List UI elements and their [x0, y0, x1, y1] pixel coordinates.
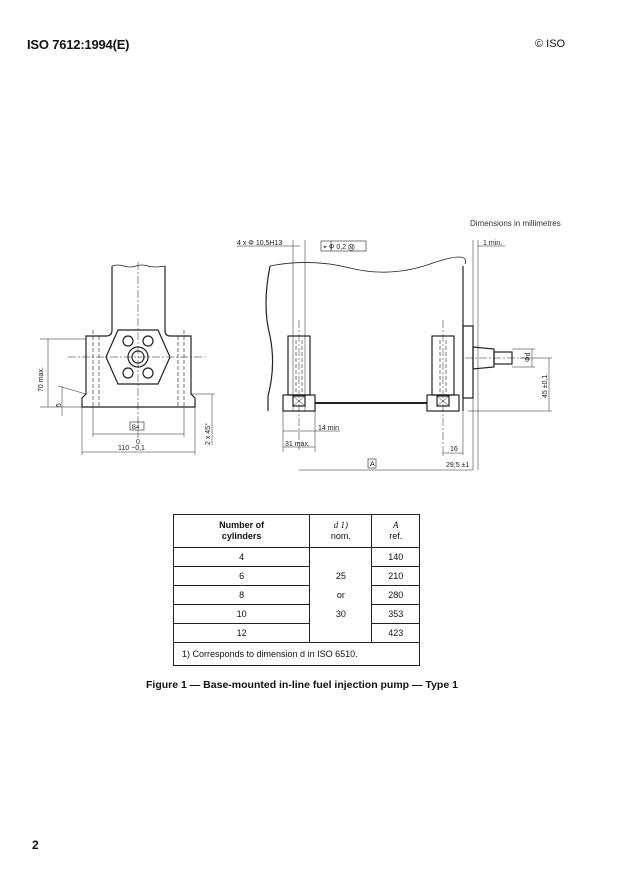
- cell-a: 280: [371, 585, 420, 605]
- header-text: cylinders: [221, 531, 262, 541]
- d-or: or: [336, 589, 345, 600]
- dim-31-max: 31 max.: [285, 441, 310, 448]
- header-text: d 1): [333, 520, 348, 530]
- header-text: nom.: [330, 531, 351, 541]
- dim-110: 110 −0,1: [118, 445, 145, 452]
- cell-d-values: 25 or 30: [309, 547, 373, 643]
- table-row: 10 353: [172, 604, 420, 624]
- dim-chamfer: 2 x 45°: [204, 423, 212, 445]
- dim-phi-d: Φd: [525, 352, 532, 362]
- cell-cylinders: 4: [172, 547, 311, 567]
- table-row: 4 25 or 30 140: [172, 547, 420, 643]
- cell-cylinders: 6: [172, 566, 311, 586]
- dim-16: 16: [450, 446, 458, 453]
- table-row: 8 280: [172, 585, 420, 605]
- dim-45: 45 ±0,1: [542, 375, 549, 398]
- technical-drawing: 70 max. 5 0 110 −0,1 2 x 45° B4: [38, 240, 552, 471]
- cell-a: 353: [371, 604, 420, 624]
- copyright: © ISO: [535, 38, 566, 50]
- page-number: 2: [32, 838, 39, 852]
- header-text: A: [392, 520, 399, 530]
- table-footnote-row: 1) Corresponds to dimension d in ISO 651…: [173, 642, 420, 666]
- cell-a: 423: [371, 623, 420, 643]
- dim-5: 5: [56, 403, 63, 407]
- standard-id: ISO 7612:1994(E): [27, 37, 130, 52]
- dim-14-min: 14 min: [318, 425, 339, 432]
- dim-1-min: 1 min.: [483, 240, 502, 247]
- figure-caption: Figure 1 — Base-mounted in-line fuel inj…: [146, 679, 458, 691]
- dim-29-5: 29,5 ±1: [446, 462, 469, 469]
- dim-tol-zero: 0: [136, 439, 140, 446]
- d-value: 25: [335, 570, 346, 581]
- header-text: Number of: [219, 520, 265, 530]
- table-footnote: 1) Corresponds to dimension d in ISO 651…: [173, 642, 420, 666]
- dim-hole-spec: 4 x Φ 10,5H13: [237, 240, 282, 247]
- cell-a: 140: [371, 547, 420, 567]
- units-note: Dimensions in millimetres: [470, 219, 561, 228]
- cell-a: 210: [371, 566, 420, 586]
- dim-70-max: 70 max.: [38, 367, 45, 392]
- d-value: 30: [335, 608, 346, 619]
- table-row: 6 210: [172, 566, 420, 586]
- cell-cylinders: 8: [172, 585, 311, 605]
- table-row: 12 423: [172, 623, 420, 643]
- header-text: ref.: [389, 531, 403, 541]
- cell-cylinders: 10: [172, 604, 311, 624]
- header-d: d 1)nom.: [309, 514, 373, 548]
- cell-cylinders: 12: [172, 623, 311, 643]
- position-tolerance-frame: ⌖ Φ 0,2 Ⓜ: [323, 244, 355, 251]
- datum-b4: B4: [132, 425, 140, 431]
- datum-a: A: [370, 461, 375, 468]
